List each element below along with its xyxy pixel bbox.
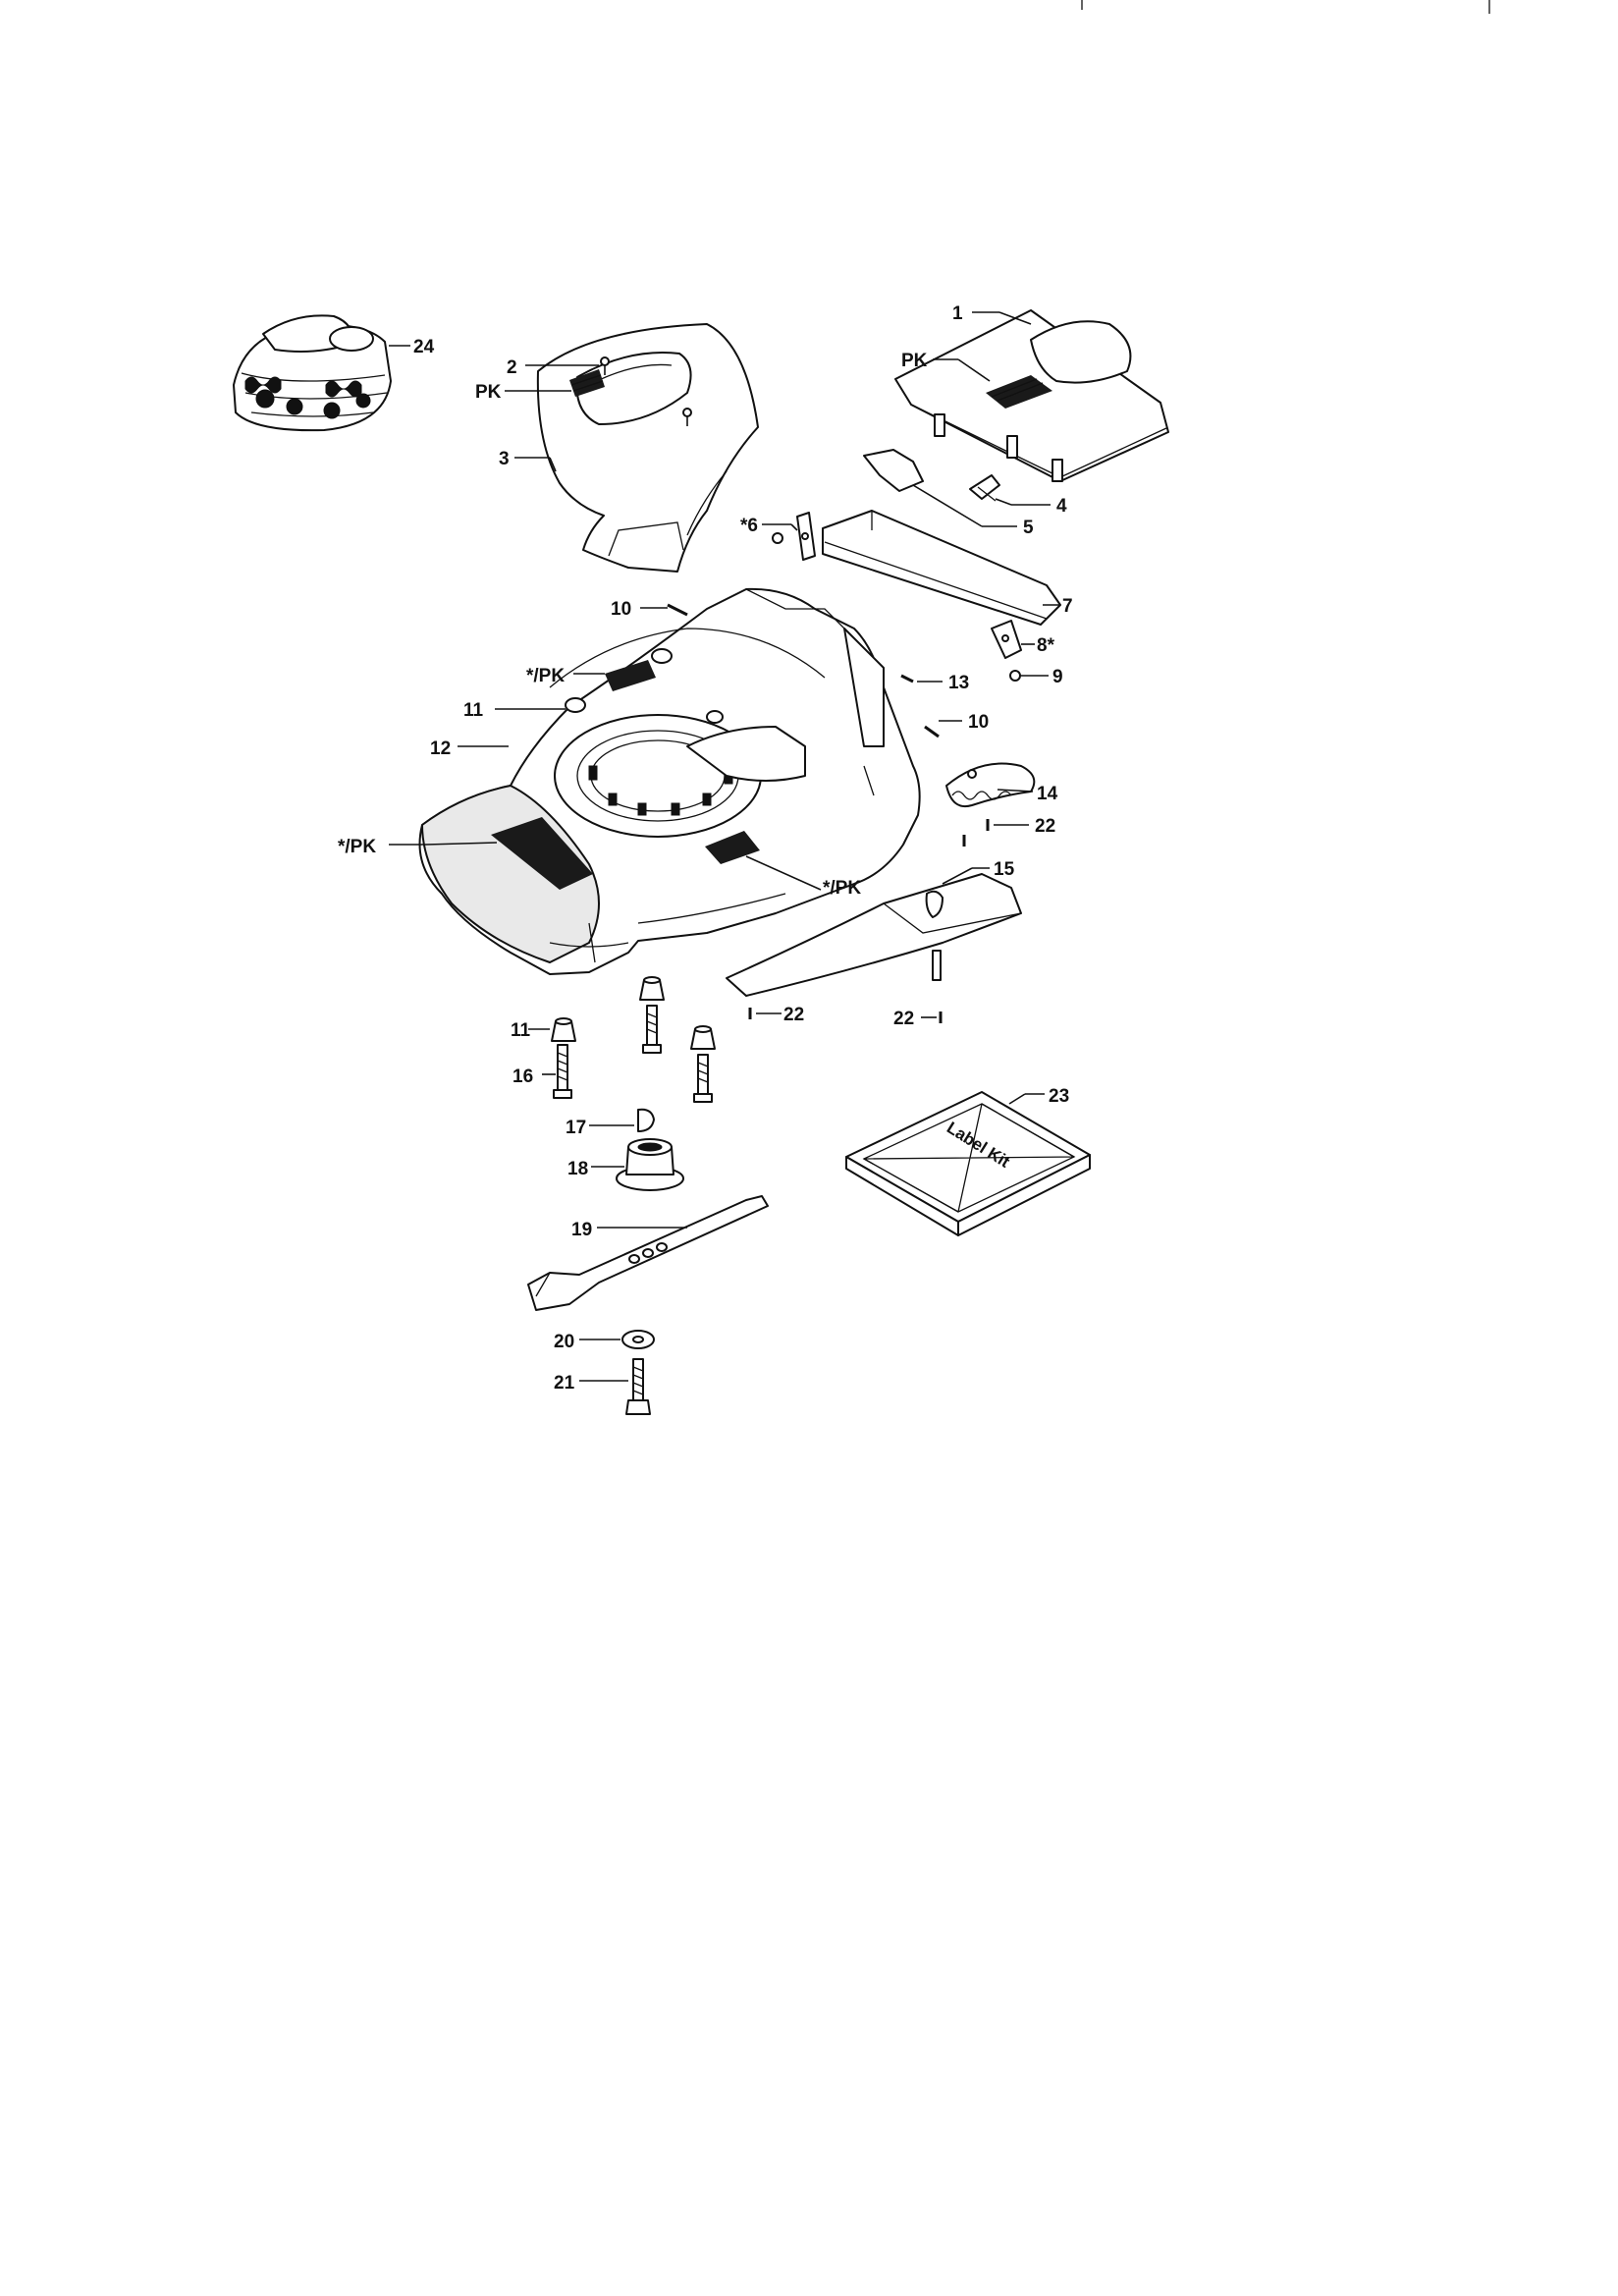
callout-pk-d: */PK	[338, 837, 376, 857]
clip-part-4	[969, 474, 1000, 502]
bolt-part-16a	[553, 1044, 572, 1099]
callout-pk-e: */PK	[823, 878, 861, 899]
callout-16: 16	[512, 1066, 533, 1087]
callout-pk-a: PK	[475, 382, 502, 403]
callout-15: 15	[994, 859, 1015, 880]
callout-14: 14	[1037, 784, 1058, 804]
callout-4: 4	[1056, 496, 1067, 517]
callout-19: 19	[571, 1220, 592, 1240]
callout-3: 3	[499, 449, 510, 469]
washer-part-20	[621, 1330, 655, 1349]
callout-12: 12	[430, 738, 451, 759]
bracket-part-6	[772, 512, 816, 561]
callout-10a: 10	[611, 599, 631, 620]
callout-17: 17	[566, 1118, 586, 1138]
callout-11a: 11	[463, 700, 484, 721]
label-kit-part-23: Label Kit	[845, 1091, 1091, 1236]
callout-18: 18	[567, 1159, 588, 1179]
screw-2a	[600, 356, 610, 375]
callout-24: 24	[413, 337, 435, 357]
flap-part-5	[863, 449, 924, 492]
callout-13: 13	[948, 673, 969, 693]
callout-1: 1	[952, 303, 963, 324]
callout-2: 2	[507, 357, 517, 378]
key-part-17	[637, 1108, 655, 1132]
callout-22c: 22	[893, 1009, 914, 1029]
callout-9: 9	[1052, 667, 1063, 687]
spacer-bolt-right	[690, 1025, 716, 1103]
callout-pk-b: PK	[901, 351, 928, 371]
rear-cover-part-3	[536, 323, 759, 573]
screw-part-22a	[962, 819, 990, 847]
nut-part-9	[1009, 670, 1021, 682]
hinge-part-8	[991, 620, 1022, 659]
spacer-part-11b	[551, 1017, 576, 1042]
blade-adapter-part-18	[616, 1138, 684, 1191]
callout-8: 8*	[1037, 635, 1055, 656]
screw-2b	[682, 408, 692, 426]
discharge-chute-part-15	[726, 873, 1022, 997]
bolt-part-10a	[667, 603, 688, 617]
spacer-bolt-center	[639, 976, 665, 1054]
blade-bolt-part-21	[625, 1358, 651, 1415]
callout-20: 20	[554, 1332, 574, 1352]
spring-part-14	[945, 762, 1036, 807]
callout-5: 5	[1023, 518, 1034, 538]
callout-21: 21	[554, 1373, 575, 1394]
engine-part-24	[233, 314, 392, 432]
callout-6: *6	[740, 516, 758, 536]
callout-11b: 11	[511, 1020, 531, 1041]
callout-23: 23	[1049, 1086, 1069, 1107]
bolt-part-10b	[924, 725, 940, 738]
screw-part-13	[900, 674, 914, 683]
callout-7: 7	[1062, 596, 1073, 617]
callout-pk-c: */PK	[526, 666, 565, 686]
callout-22a: 22	[1035, 816, 1055, 837]
bag-cover-part-1	[894, 309, 1169, 482]
callout-22b: 22	[783, 1005, 804, 1025]
mower-deck-part-12	[418, 587, 921, 975]
callout-10b: 10	[968, 712, 989, 733]
blade-part-19	[527, 1195, 769, 1311]
